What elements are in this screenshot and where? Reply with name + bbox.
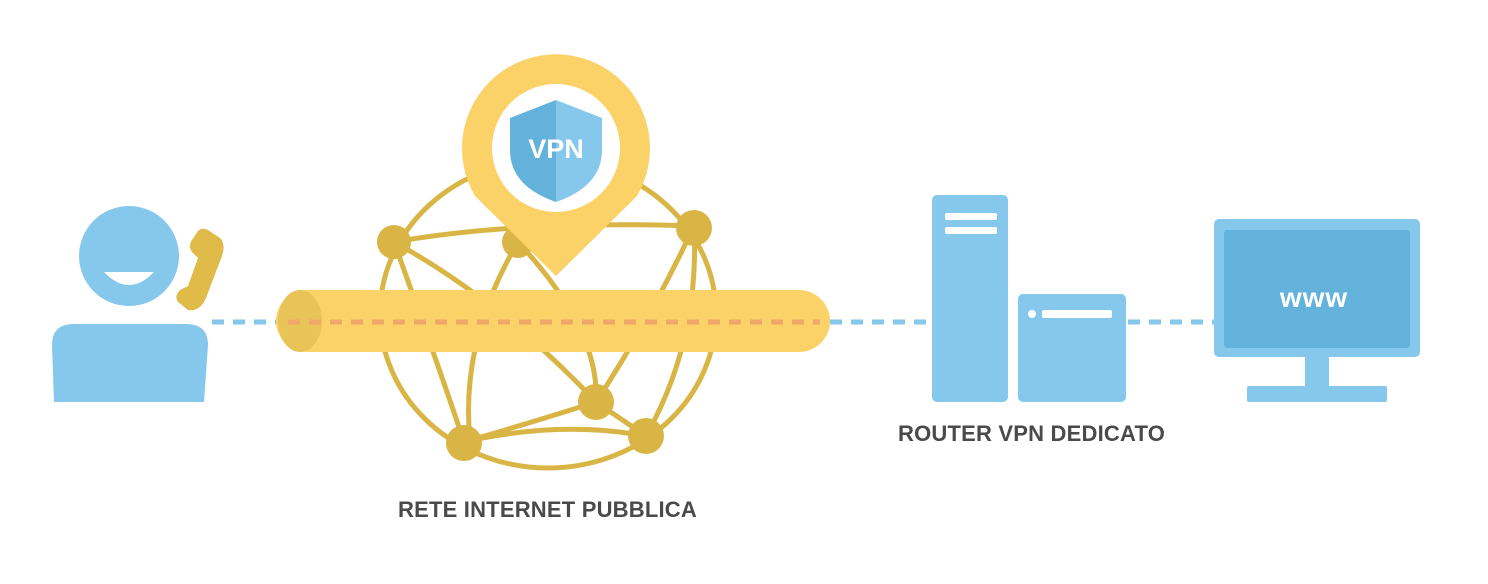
monitor-icon: www: [1214, 219, 1420, 402]
vpn-tunnel: [276, 290, 830, 352]
server-router-icon: [932, 195, 1126, 402]
globe-network-icon: [377, 157, 719, 471]
shield-icon: VPN: [510, 100, 602, 202]
router-label: ROUTER VPN DEDICATO: [898, 421, 1166, 446]
monitor-www-text: www: [1279, 282, 1348, 313]
vpn-badge-text: VPN: [528, 134, 584, 164]
phone-icon: [176, 228, 224, 311]
user-icon: [52, 206, 208, 402]
location-pin-icon: VPN: [462, 54, 650, 277]
internet-label: RETE INTERNET PUBBLICA: [398, 497, 697, 522]
